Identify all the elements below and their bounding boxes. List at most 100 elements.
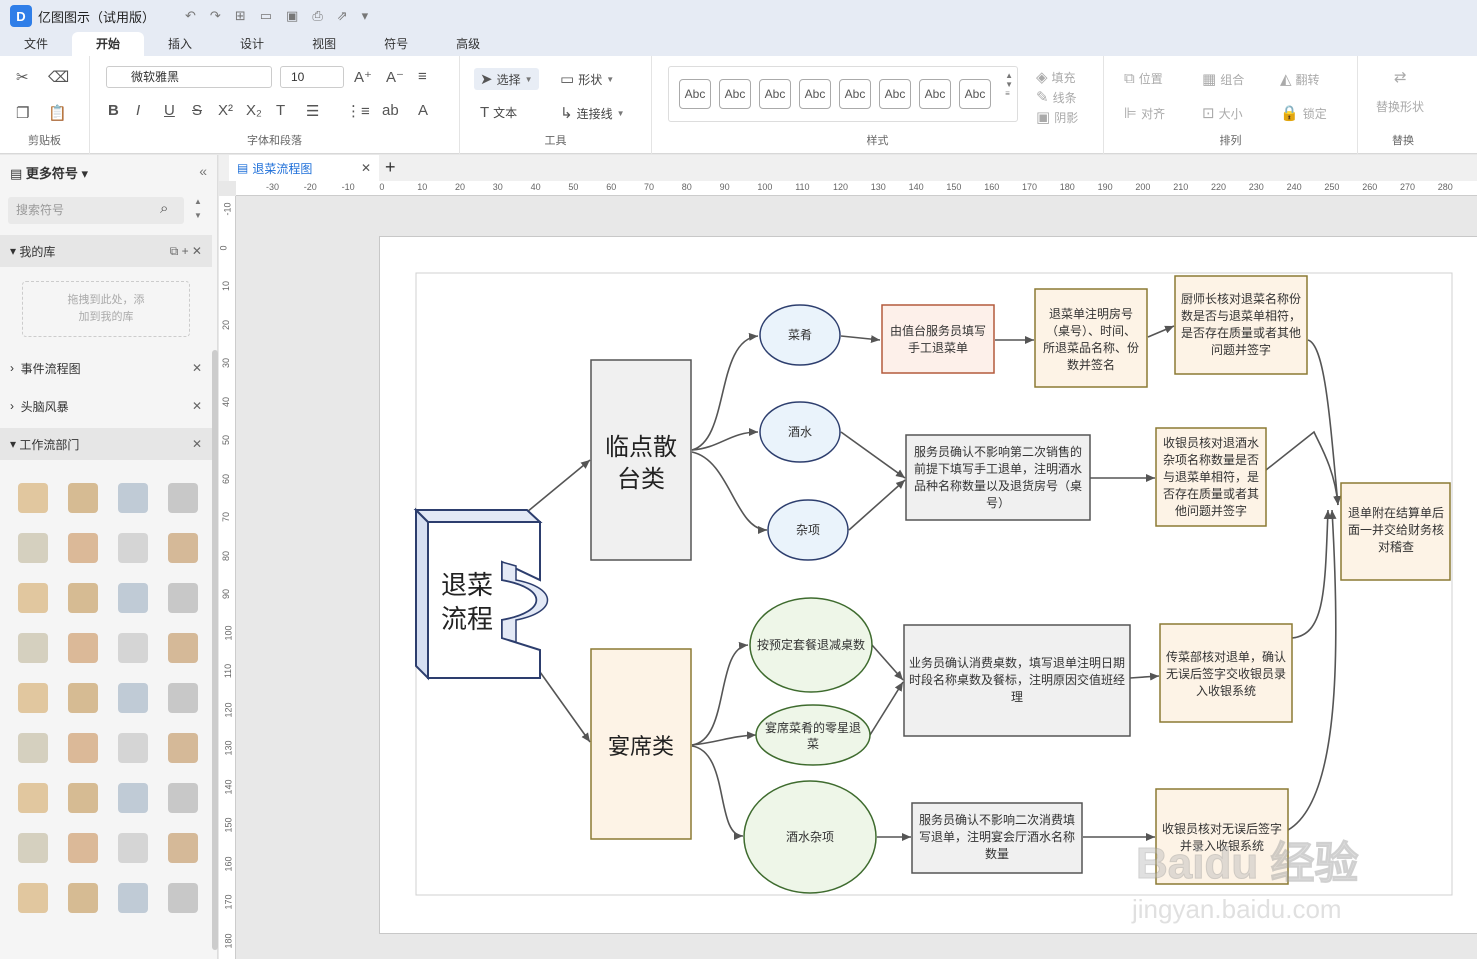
replace-shape-button[interactable]: 替换形状 [1376, 100, 1425, 114]
root-node[interactable]: 退菜 流程 [413, 507, 548, 681]
symbol-thumbnail[interactable] [108, 523, 158, 573]
search-icon[interactable]: ⌕ [160, 200, 169, 217]
my-library-drop-area[interactable]: 拖拽到此处，添加到我的库 [22, 281, 190, 337]
tab-file[interactable]: 文件 [24, 37, 49, 51]
highlight-icon[interactable]: ab [382, 102, 399, 119]
symbol-thumbnail[interactable] [108, 473, 158, 523]
position-button[interactable]: ⧉位置 [1124, 70, 1163, 87]
align-text-icon[interactable]: ≡ [418, 68, 427, 85]
flip-button[interactable]: ◭翻转 [1280, 70, 1320, 88]
symbol-thumbnail[interactable] [58, 523, 108, 573]
tab-home[interactable]: 开始 [72, 32, 145, 56]
library-row-workflow-dept[interactable]: ▾ 工作流部门✕ [0, 428, 212, 460]
ellipse-node-wine-misc[interactable]: 酒水杂项 [743, 780, 877, 894]
group-button[interactable]: ▦组合 [1202, 70, 1244, 88]
process-box[interactable]: 收银员核对无误后签字 并录入收银系统 [1155, 788, 1289, 885]
style-swatch[interactable]: Abc [879, 79, 911, 109]
process-box[interactable]: 服务员确认不影响二次消费填 写退单，注明宴会厅酒水名称 数量 [911, 802, 1083, 874]
line-button[interactable]: ✎线条 [1036, 88, 1077, 106]
my-library-row[interactable]: ▾ 我的库⧉ + ✕ [0, 235, 212, 267]
symbol-thumbnail[interactable] [8, 573, 58, 623]
symbol-thumbnail[interactable] [58, 473, 108, 523]
symbol-thumbnail[interactable] [108, 873, 158, 923]
symbol-thumbnail[interactable] [8, 723, 58, 773]
process-box[interactable]: 由值台服务员填写 手工退菜单 [881, 304, 995, 374]
close-icon[interactable]: ✕ [191, 399, 202, 413]
gallery-scroll-icon[interactable]: ▲▼≡ [1005, 71, 1013, 98]
save-icon[interactable]: ▣ [286, 8, 299, 23]
symbol-thumbnail[interactable] [108, 573, 158, 623]
process-box[interactable]: 收银员核对退酒水 杂项名称数量是否 与退菜单相符，是 否存在质量或者其 他问题并… [1155, 427, 1267, 527]
symbol-thumbnail[interactable] [8, 673, 58, 723]
category-node-banquet[interactable]: 宴席类 [590, 648, 692, 840]
text-case-icon[interactable]: T [276, 102, 286, 119]
symbol-thumbnail[interactable] [58, 873, 108, 923]
symbol-thumbnail[interactable] [158, 723, 208, 773]
symbol-thumbnail[interactable] [158, 473, 208, 523]
align-button[interactable]: ⊫对齐 [1124, 104, 1165, 122]
shadow-button[interactable]: ▣阴影 [1036, 108, 1078, 126]
panel-scrollbar[interactable] [212, 350, 218, 950]
line-spacing-icon[interactable]: ☰ [306, 103, 320, 120]
process-box[interactable]: 业务员确认消费桌数，填写退单注明日期 时段名称桌数及餐标，注明原因交值班经 理 [903, 624, 1131, 737]
symbol-thumbnail[interactable] [58, 823, 108, 873]
ellipse-node-package[interactable]: 按预定套餐退减桌数 [749, 597, 873, 693]
print-icon[interactable]: ⎙ [312, 8, 323, 23]
symbol-thumbnail[interactable] [58, 623, 108, 673]
symbol-thumbnail[interactable] [108, 723, 158, 773]
process-box[interactable]: 传菜部核对退单，确认 无误后签字交收银员录 入收银系统 [1159, 623, 1293, 723]
tab-view[interactable]: 视图 [312, 37, 337, 51]
symbol-thumbnail[interactable] [8, 523, 58, 573]
final-box[interactable]: 退单附在结算单后 面一并交给财务核 对稽查 [1340, 482, 1451, 581]
symbol-thumbnail[interactable] [58, 673, 108, 723]
font-name-select[interactable]: 微软雅黑 [106, 66, 272, 88]
shape-button[interactable]: ▭形状▼ [560, 70, 614, 88]
close-icon[interactable]: ✕ [360, 161, 371, 175]
tab-design[interactable]: 设计 [240, 37, 265, 51]
tab-advanced[interactable]: 高级 [456, 37, 481, 51]
redo-icon[interactable]: ↷ [209, 8, 221, 23]
symbol-thumbnail[interactable] [158, 773, 208, 823]
style-swatch[interactable]: Abc [919, 79, 951, 109]
lock-button[interactable]: 🔒锁定 [1280, 104, 1327, 122]
size-button[interactable]: ⊡大小 [1202, 104, 1243, 122]
add-tab-icon[interactable]: + [385, 157, 396, 177]
symbol-thumbnail[interactable] [58, 573, 108, 623]
style-swatch[interactable]: Abc [759, 79, 791, 109]
style-swatch[interactable]: Abc [679, 79, 711, 109]
symbol-thumbnail[interactable] [158, 873, 208, 923]
bullets-icon[interactable]: ⋮≡ [346, 103, 370, 120]
symbol-thumbnail[interactable] [108, 623, 158, 673]
symbol-thumbnail[interactable] [108, 773, 158, 823]
customize-chevron-icon[interactable]: ▾ [361, 8, 369, 23]
symbol-thumbnail[interactable] [58, 723, 108, 773]
ellipse-node-misc[interactable]: 杂项 [767, 499, 849, 561]
export-icon[interactable]: ⇗ [336, 8, 348, 23]
process-box[interactable]: 退菜单注明房号 （桌号）、时间、 所退菜品名称、份 数并签名 [1034, 288, 1148, 388]
library-row-brainstorm[interactable]: › 头脑风暴✕ [10, 399, 202, 414]
undo-icon[interactable]: ↶ [185, 8, 196, 23]
subscript-icon[interactable]: X₂ [246, 102, 262, 119]
font-size-select[interactable]: 10 [280, 66, 344, 88]
process-box[interactable]: 厨师长核对退菜名称份 数是否与退菜单相符， 是否存在质量或者其他 问题并签字 [1174, 275, 1308, 375]
font-color-icon[interactable]: A [418, 102, 429, 119]
scroll-arrows-icon[interactable]: ▲▼ [194, 197, 202, 220]
symbol-thumbnail[interactable] [158, 573, 208, 623]
copy-icon[interactable]: ❐ [16, 105, 30, 122]
replace-shape-icon[interactable]: ⇄ [1394, 69, 1407, 86]
tab-symbol[interactable]: 符号 [384, 37, 409, 51]
symbol-thumbnail[interactable] [108, 673, 158, 723]
ellipse-node-dish[interactable]: 菜肴 [759, 304, 841, 366]
select-button[interactable]: ➤选择▼ [474, 68, 539, 90]
my-library-actions-icon[interactable]: ⧉ + ✕ [169, 243, 202, 258]
library-row-event-flow[interactable]: › 事件流程图✕ [10, 361, 202, 376]
symbol-thumbnail[interactable] [158, 823, 208, 873]
close-icon[interactable]: ✕ [191, 437, 202, 451]
superscript-icon[interactable]: X² [218, 102, 233, 119]
style-swatch[interactable]: Abc [839, 79, 871, 109]
symbol-thumbnail[interactable] [8, 623, 58, 673]
cut-icon[interactable]: ✂ [16, 69, 29, 86]
ellipse-node-wine[interactable]: 酒水 [759, 401, 841, 463]
underline-icon[interactable]: U [164, 102, 175, 119]
